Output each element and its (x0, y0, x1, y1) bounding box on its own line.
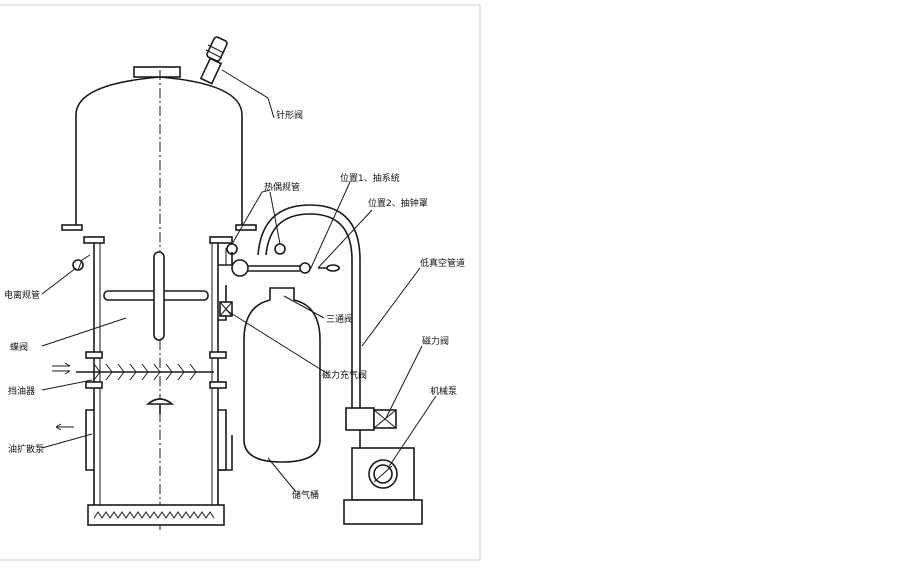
needle-valve-device (199, 36, 228, 85)
side-piping (218, 248, 340, 471)
leader-lines (41, 69, 437, 493)
gas-storage-tank-device (243, 287, 321, 463)
solenoid-valve-device (345, 407, 397, 448)
label-low-vacuum-pipe: 低真空管道 (420, 257, 465, 269)
label-gas-storage-tank: 储气桶 (292, 489, 319, 501)
label-thermocouple-gauge: 热偶规管 (264, 181, 300, 193)
label-solenoid-charge-valve: 磁力充气阀 (322, 369, 367, 381)
pump-jet (145, 398, 175, 414)
ionization-gauge-device (72, 254, 91, 271)
label-ionization-gauge: 电离规管 (4, 289, 40, 301)
label-needle-valve: 针形阀 (276, 109, 303, 121)
thermocouple-gauge-2 (274, 243, 286, 255)
mechanical-pump-device (343, 447, 423, 525)
label-diffusion-pump: 油扩散泵 (8, 443, 44, 455)
label-mechanical-pump: 机械泵 (430, 385, 457, 397)
vacuum-line (257, 204, 361, 410)
baffle-device (76, 363, 214, 381)
label-position1: 位置1、抽系统 (340, 172, 400, 184)
label-position2: 位置2、抽钟罩 (368, 197, 428, 209)
flow-arrows (52, 362, 74, 431)
label-three-way-valve: 三通阀 (326, 314, 353, 325)
label-solenoid-valve: 磁力阀 (422, 335, 449, 347)
center-electrode (153, 251, 165, 341)
chamber-body (83, 236, 233, 526)
label-baffle: 挡油器 (8, 385, 35, 397)
label-butterfly-valve: 蝶阀 (10, 341, 28, 353)
bell-jar (61, 66, 257, 231)
